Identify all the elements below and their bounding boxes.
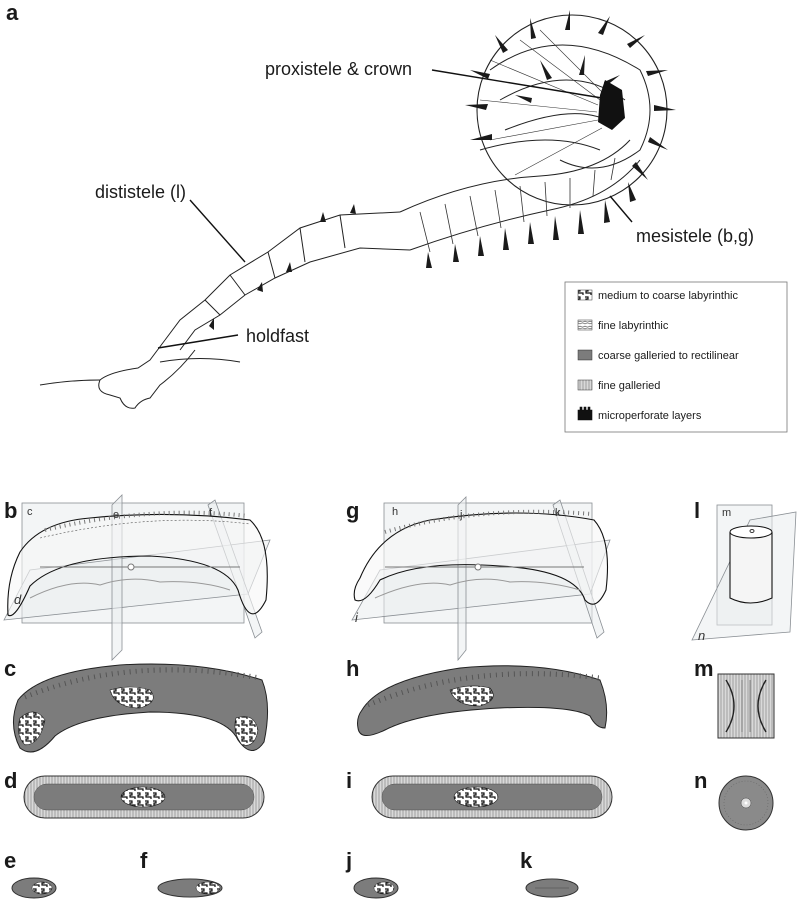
crown-coil	[465, 10, 676, 206]
panel-label-e: e	[4, 848, 16, 873]
section-e	[11, 877, 57, 899]
mesistele-leader	[609, 195, 633, 223]
pattern-legend: medium to coarse labyrinthic fine labyri…	[564, 281, 788, 433]
panel-label-m: m	[694, 656, 714, 681]
panel-label-f: f	[140, 848, 148, 873]
section-c	[13, 663, 268, 753]
legend-swatch-microperforate	[577, 406, 593, 421]
holdfast	[39, 339, 241, 409]
panel-label-k: k	[520, 848, 533, 873]
plane-label-b-f: f	[209, 507, 213, 519]
plane-label-g-i: i	[355, 610, 359, 625]
section-f	[157, 878, 223, 898]
ossicle-3d-l	[691, 504, 797, 641]
panel-label-n: n	[694, 768, 707, 793]
legend-label-2: fine labyrinthic	[598, 320, 669, 332]
ossicle-3d-g	[351, 496, 611, 662]
dististele-leader	[189, 199, 246, 263]
legend-label-5: microperforate layers	[598, 410, 702, 422]
panel-label-g: g	[346, 498, 359, 523]
plane-label-b-c: c	[27, 506, 33, 518]
legend-label-1: medium to coarse labyrinthic	[598, 290, 739, 302]
plane-label-l-m: m	[722, 507, 731, 519]
panel-label-j: j	[345, 848, 352, 873]
panel-label-i: i	[346, 768, 352, 793]
panel-label-b: b	[4, 498, 17, 523]
legend-label-3: coarse galleried to rectilinear	[598, 350, 739, 362]
section-d	[23, 775, 265, 819]
plane-label-b-d: d	[14, 592, 22, 607]
legend-swatch-fine-labyrinthic	[577, 319, 593, 331]
section-h	[357, 665, 608, 736]
section-j	[353, 877, 399, 899]
mesistele	[399, 139, 641, 268]
callout-proxistele: proxistele & crown	[265, 59, 412, 79]
legend-label-4: fine galleried	[598, 380, 660, 392]
section-m	[717, 673, 775, 739]
section-k	[525, 878, 579, 898]
ossicle-3d-b	[3, 494, 271, 661]
section-n	[718, 775, 774, 831]
section-i	[371, 775, 613, 819]
holdfast-leader	[157, 334, 239, 349]
panel-label-c: c	[4, 656, 16, 681]
legend-swatch-coarse-labyrinthic	[577, 289, 593, 301]
callout-dististele: dististele (l)	[95, 182, 186, 202]
legend-swatch-coarse-galleried	[577, 349, 593, 361]
panel-label-l: l	[694, 498, 700, 523]
plane-label-g-k: k	[555, 507, 561, 519]
panel-label-d: d	[4, 768, 17, 793]
plane-label-g-j: j	[459, 509, 462, 521]
legend-swatch-fine-galleried	[577, 379, 593, 391]
panel-label-a: a	[6, 0, 19, 25]
proxistele-leader	[431, 69, 603, 99]
dististele	[164, 204, 411, 351]
panel-label-h: h	[346, 656, 359, 681]
plane-label-l-n: n	[698, 628, 705, 643]
callout-mesistele: mesistele (b,g)	[636, 226, 754, 246]
plane-label-g-h: h	[392, 506, 398, 518]
callout-holdfast: holdfast	[246, 326, 309, 346]
plane-label-b-e: e	[113, 509, 119, 521]
